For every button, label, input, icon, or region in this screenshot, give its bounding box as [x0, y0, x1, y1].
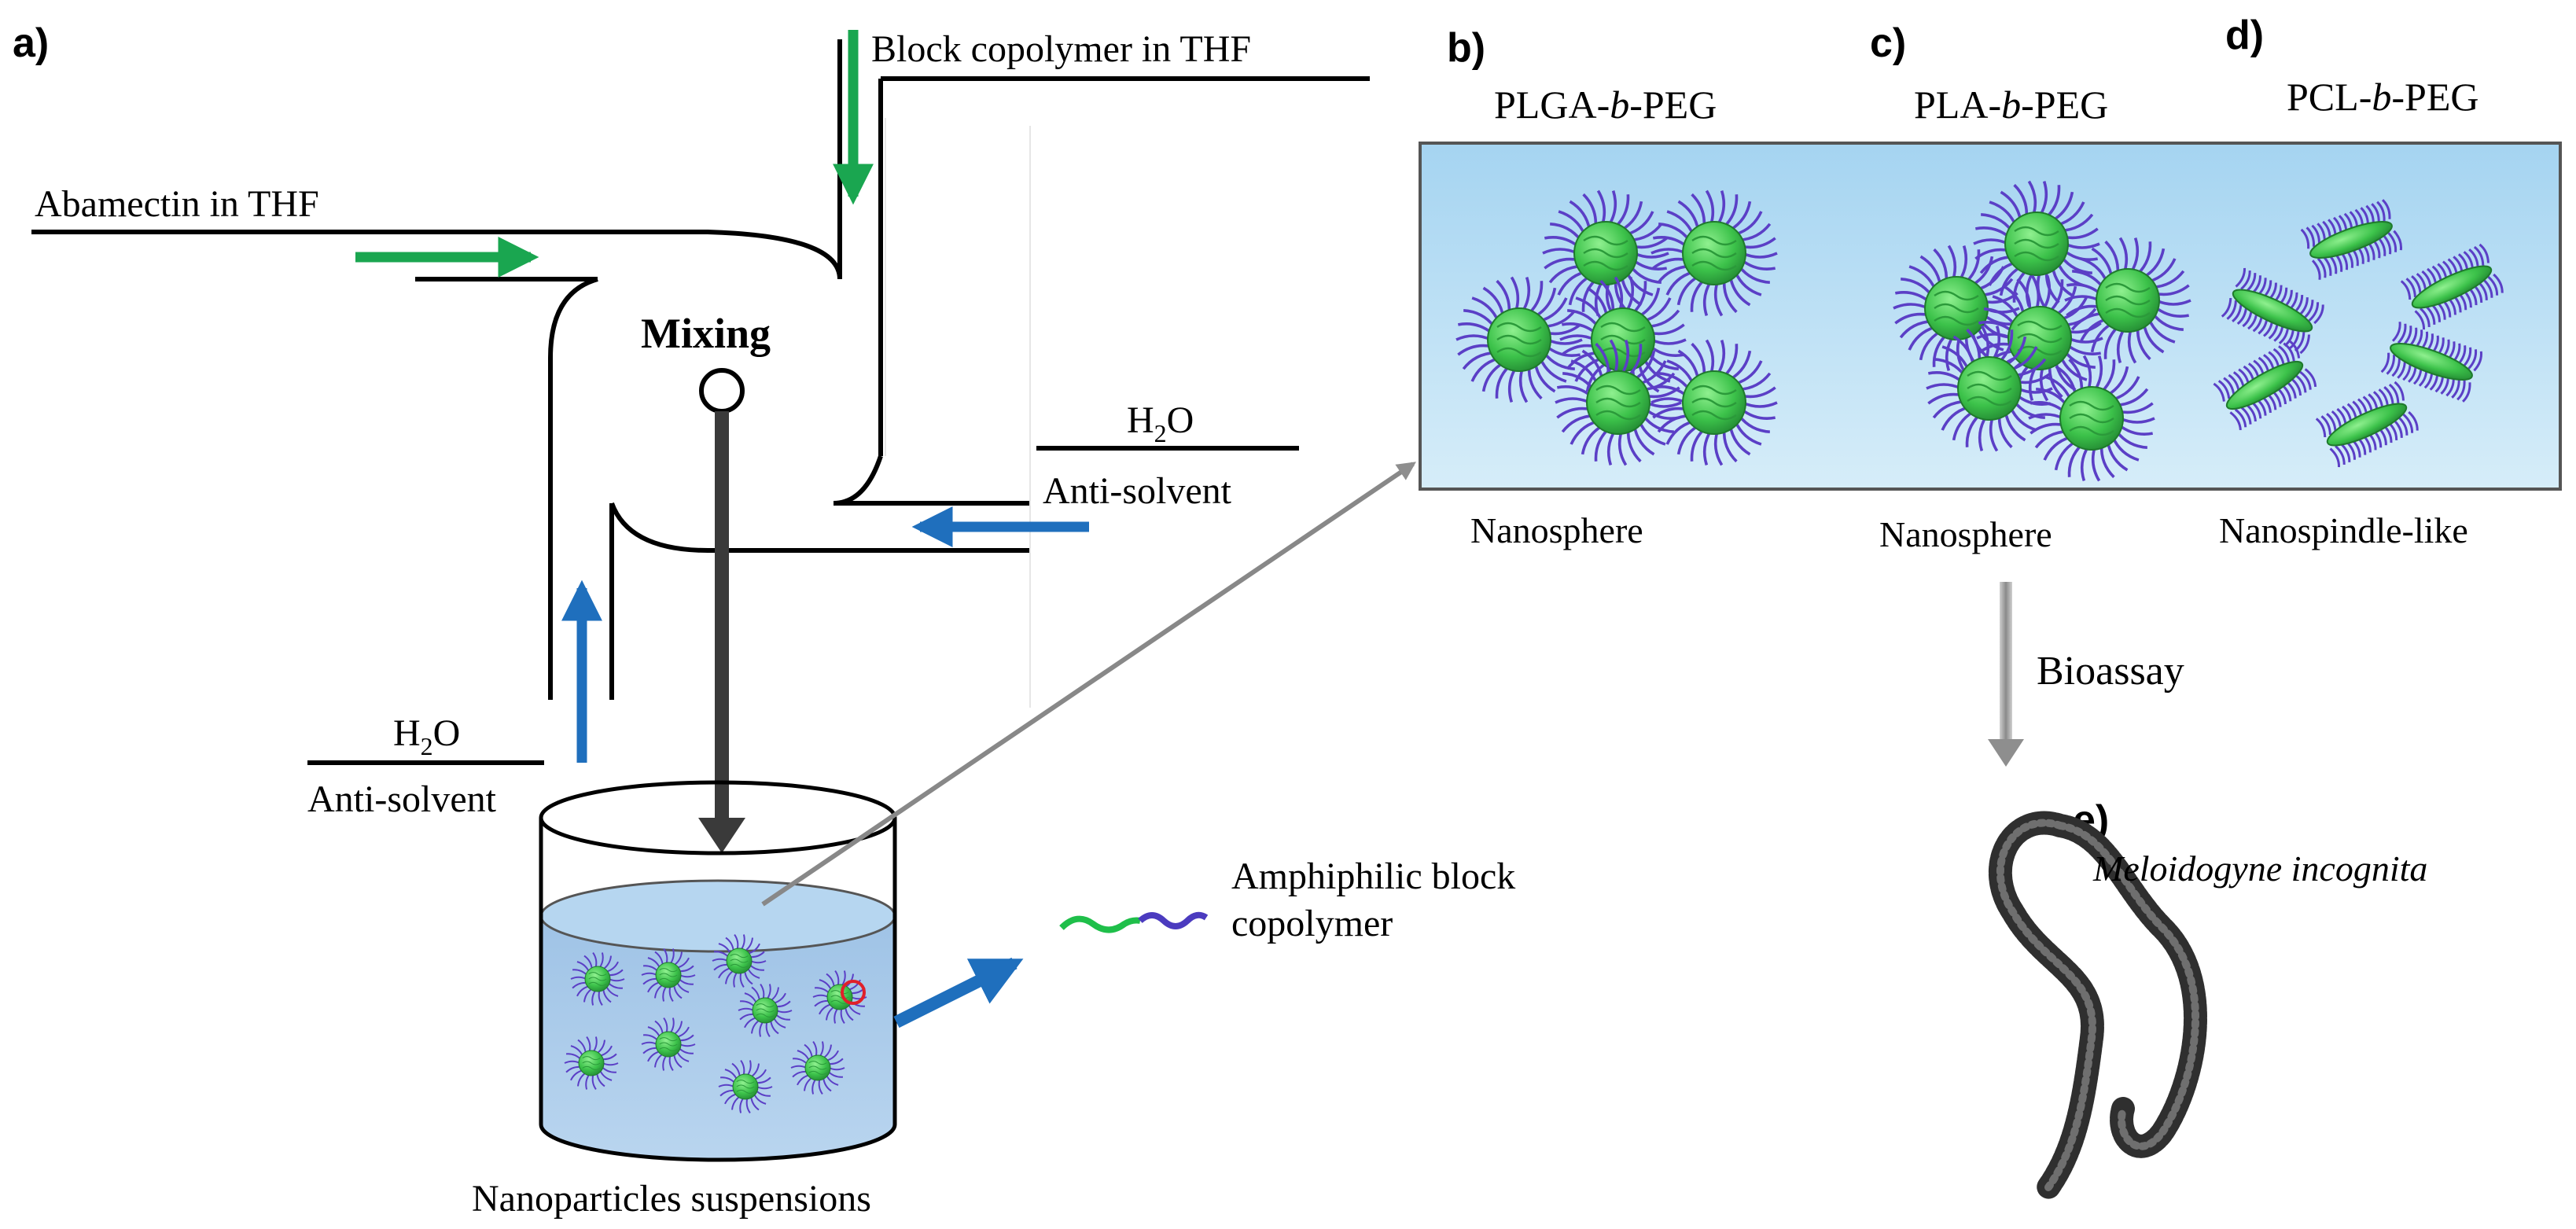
nanospindle-pcl [2221, 267, 2324, 355]
beaker-nanoparticle [812, 970, 867, 1025]
nanospindle-pcl [2213, 339, 2317, 431]
mixer-channels [31, 39, 1370, 765]
mixing-label: Mixing [641, 310, 771, 357]
morphology-c: Nanosphere [1879, 514, 2052, 554]
nanospindle-pcl [2380, 322, 2483, 403]
box-nanoparticles [1455, 180, 2504, 482]
nanosphere-plga [1650, 190, 1778, 317]
title-d: PCL-b-PEG [2287, 75, 2478, 119]
panel-label-c: c) [1870, 20, 1906, 66]
water-left-role: Anti-solvent [307, 778, 497, 820]
beaker-nanoparticles [564, 933, 867, 1114]
nanospindle-pcl [2400, 243, 2504, 330]
legend-label-line2: copolymer [1231, 903, 1393, 944]
abamectin-label: Abamectin in THF [35, 183, 319, 225]
stirrer-shaft [715, 411, 729, 820]
nanosphere-plga [1542, 190, 1669, 317]
water-left-formula: H2O [393, 712, 460, 760]
beaker-nanoparticle [718, 1059, 773, 1114]
water-right-role: Anti-solvent [1043, 470, 1232, 512]
beaker-nanoparticle [564, 1036, 619, 1091]
beaker-caption: Nanoparticles suspensions [472, 1178, 871, 1220]
title-b: PLGA-b-PEG [1494, 83, 1717, 127]
nanosphere-plga [1650, 339, 1778, 466]
panel-label-d: d) [2225, 13, 2264, 58]
nanosphere-pla [1973, 180, 2100, 307]
morphology-b: Nanosphere [1470, 510, 1643, 550]
panel-label-a: a) [13, 20, 49, 66]
beaker [539, 780, 897, 1162]
nematode-image [1988, 811, 2207, 1199]
nanosphere-pla [1976, 274, 2103, 402]
mixing-node [699, 368, 745, 414]
water-right-formula: H2O [1127, 399, 1194, 447]
zoom-connector-arrow [761, 462, 1416, 907]
nanospindle-pcl [2300, 199, 2403, 280]
stirrer-arrowhead [698, 818, 745, 853]
morphology-d: Nanospindle-like [2219, 510, 2468, 550]
beaker-nanoparticle [641, 1017, 696, 1072]
bioassay-arrow-head [1988, 739, 2024, 767]
legend-copolymer-hydrophobic-icon [1059, 915, 1141, 933]
nanosphere-pla [2028, 355, 2155, 482]
organism-label: Meloidogyne incognita [2092, 848, 2427, 889]
beaker-nanoparticle [570, 951, 625, 1006]
legend-copolymer-hydrophilic-icon [1138, 911, 1209, 929]
legend-pointer-arrow [893, 957, 1024, 1028]
beaker-nanoparticle [790, 1040, 845, 1095]
beaker-nanoparticle [641, 948, 696, 1003]
nanosphere-pla [1926, 325, 2053, 452]
bioassay-label: Bioassay [2037, 649, 2184, 694]
nanospindle-pcl [2315, 381, 2419, 468]
bioassay-arrow-shaft [2000, 582, 2012, 739]
nanosphere-plga [1555, 339, 1682, 466]
beaker-nanoparticle [738, 983, 793, 1038]
title-c: PLA-b-PEG [1914, 83, 2108, 127]
highlight-circle [841, 980, 866, 1005]
panel-label-b: b) [1447, 25, 1485, 71]
beaker-nanoparticle [712, 933, 767, 988]
legend-label-line1: Amphiphilic block [1231, 856, 1515, 897]
block-copolymer-label: Block copolymer in THF [871, 28, 1251, 70]
